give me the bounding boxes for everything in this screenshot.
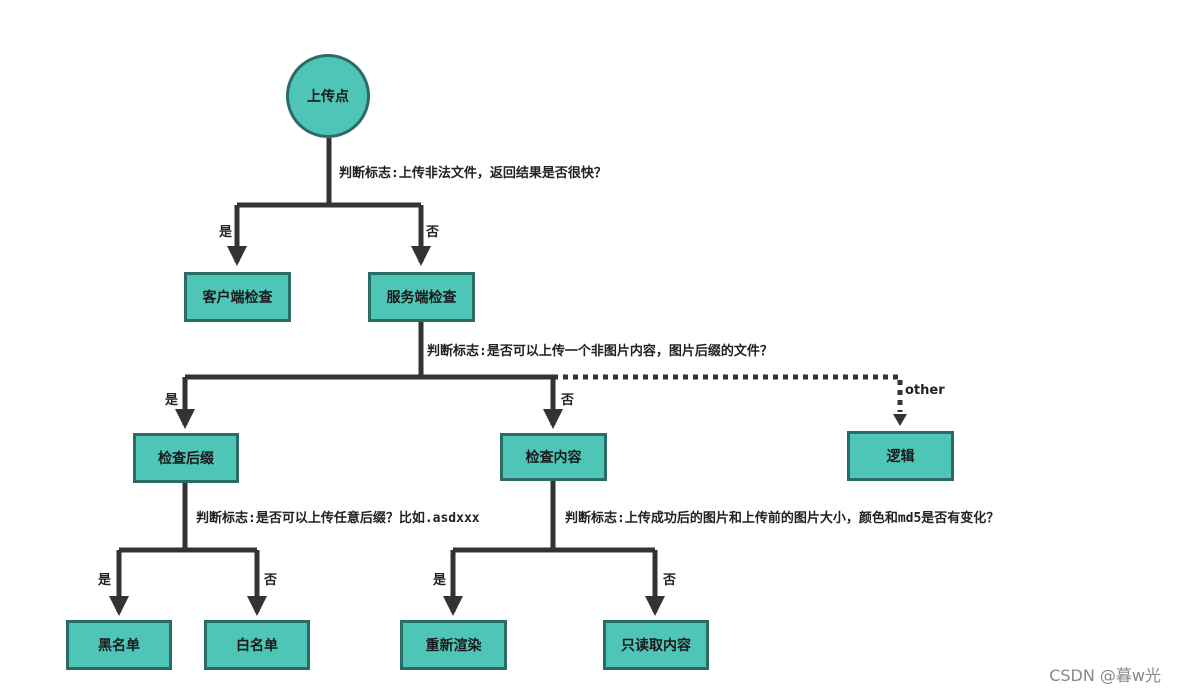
branch-yes-rerender: 是 (433, 573, 447, 588)
edge-other-dotted (553, 374, 903, 412)
node-root: 上传点 (286, 54, 370, 138)
branch-yes-suffix: 是 (165, 393, 179, 408)
condition-2: 判断标志:是否可以上传一个非图片内容，图片后缀的文件？ (427, 344, 773, 359)
node-logic-label: 逻辑 (886, 449, 915, 465)
branch-no-server: 否 (426, 225, 440, 240)
node-blacklist: 黑名单 (66, 620, 172, 670)
node-check-content: 检查内容 (500, 433, 607, 481)
node-client-check: 客户端检查 (184, 272, 291, 322)
condition-4: 判断标志:上传成功后的图片和上传前的图片大小，颜色和md5是否有变化？ (565, 511, 1000, 526)
node-client-check-label: 客户端检查 (202, 290, 273, 306)
node-check-content-label: 检查内容 (525, 450, 582, 466)
watermark: CSDN @暮w光 (1049, 666, 1161, 685)
node-server-check-label: 服务端检查 (386, 290, 457, 306)
node-whitelist: 白名单 (204, 620, 310, 670)
node-whitelist-label: 白名单 (236, 638, 278, 654)
node-read-content-only: 只读取内容 (603, 620, 709, 670)
node-read-content-only-label: 只读取内容 (621, 638, 691, 654)
branch-other: other (905, 383, 945, 398)
branch-no-content: 否 (561, 393, 575, 408)
node-check-suffix: 检查后缀 (133, 433, 239, 483)
condition-1: 判断标志:上传非法文件，返回结果是否很快？ (339, 166, 607, 181)
node-root-label: 上传点 (307, 89, 349, 105)
edge-other-arrowhead (893, 414, 907, 426)
node-rerender: 重新渲染 (400, 620, 507, 670)
branch-no-whitelist: 否 (264, 573, 278, 588)
branch-no-readonly: 否 (663, 573, 677, 588)
condition-3: 判断标志:是否可以上传任意后缀？比如.asdxxx (196, 511, 480, 526)
branch-yes-blacklist: 是 (98, 573, 112, 588)
node-logic: 逻辑 (847, 431, 954, 481)
node-blacklist-label: 黑名单 (98, 638, 140, 654)
branch-yes-client: 是 (219, 225, 233, 240)
node-rerender-label: 重新渲染 (425, 638, 482, 654)
node-server-check: 服务端检查 (368, 272, 475, 322)
node-check-suffix-label: 检查后缀 (158, 451, 214, 467)
